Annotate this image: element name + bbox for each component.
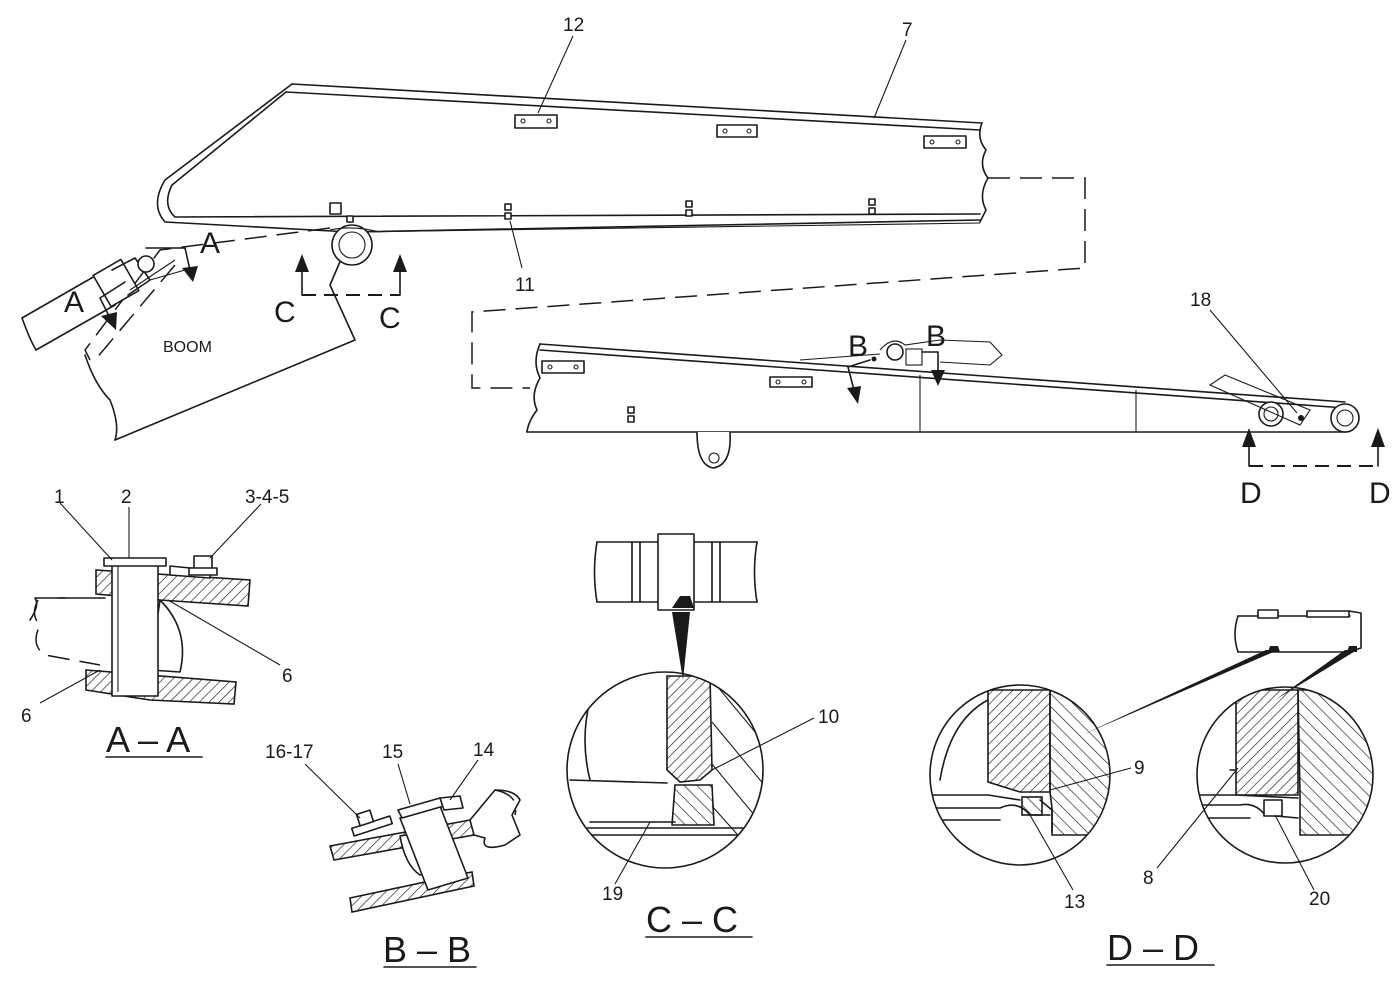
- callout-13: 13: [1064, 892, 1085, 913]
- callout-14: 14: [473, 740, 495, 761]
- section-cc-drawing: [566, 533, 815, 938]
- section-title-dd: D – D: [1107, 927, 1199, 968]
- callout-11: 11: [515, 275, 535, 296]
- section-marker-a-top: A: [200, 227, 220, 260]
- callout-20: 20: [1309, 889, 1330, 910]
- callout-10: 10: [818, 707, 839, 728]
- callout-2: 2: [121, 487, 132, 508]
- arm-upper-section: [156, 83, 989, 233]
- callout-12: 12: [563, 15, 584, 36]
- section-title-bb: B – B: [383, 929, 471, 970]
- callout-18: 18: [1190, 290, 1211, 311]
- callout-7: 7: [902, 20, 913, 41]
- section-c-marker: [295, 254, 407, 296]
- section-d-marker: [1242, 428, 1385, 467]
- callout-1: 1: [54, 487, 65, 508]
- section-bb-drawing: [304, 759, 521, 968]
- callout-9: 9: [1134, 758, 1145, 779]
- section-marker-b-left: B: [848, 330, 868, 363]
- break-line: [471, 177, 1086, 389]
- section-marker-d-right: D: [1369, 477, 1391, 510]
- leader-lines-top: [509, 35, 1298, 414]
- callout-8: 8: [1143, 868, 1154, 889]
- section-b-marker: [847, 351, 945, 404]
- section-dd-drawing: [929, 609, 1374, 966]
- callout-16-17: 16-17: [265, 742, 314, 763]
- section-marker-c-right: C: [379, 302, 401, 335]
- section-marker-b-right: B: [926, 320, 946, 353]
- section-marker-d-left: D: [1240, 477, 1262, 510]
- callout-15: 15: [382, 742, 403, 763]
- callout-3-4-5: 3-4-5: [245, 487, 289, 508]
- section-title-aa: A – A: [106, 719, 190, 760]
- section-marker-a-left: A: [64, 286, 84, 319]
- callout-19: 19: [602, 884, 623, 905]
- section-aa-drawing: [29, 502, 281, 758]
- section-title-cc: C – C: [646, 899, 738, 940]
- callout-6-left: 6: [21, 706, 32, 727]
- arm-lower-section: [526, 339, 1360, 469]
- section-marker-c-left: C: [274, 296, 296, 329]
- callout-6-right: 6: [282, 666, 293, 687]
- boom-label: BOOM: [163, 339, 212, 356]
- section-a-marker: [99, 247, 198, 330]
